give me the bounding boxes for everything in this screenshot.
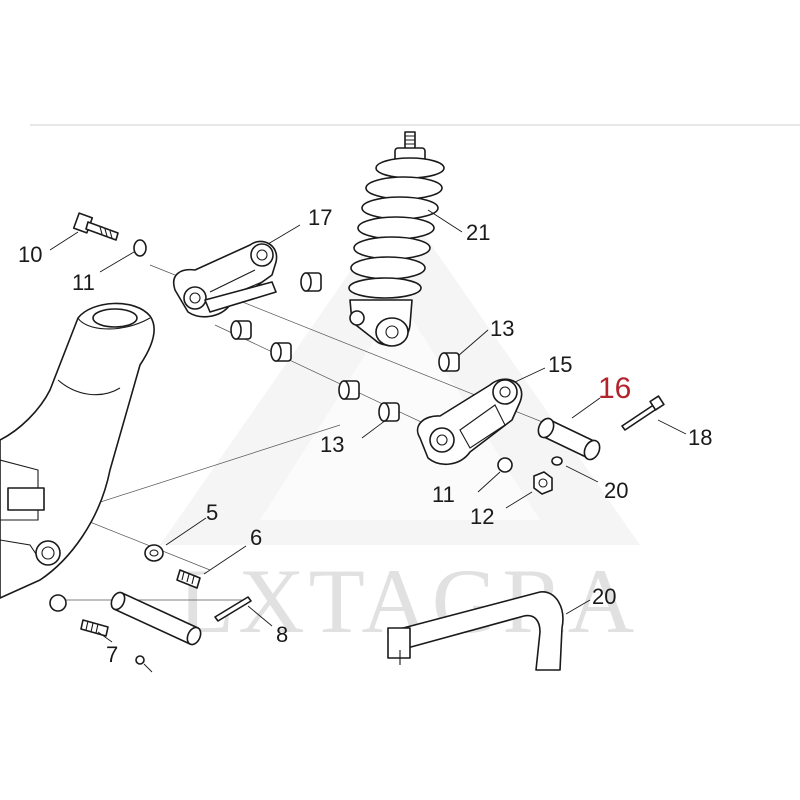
part-17-bolt <box>621 395 665 431</box>
part-11-washer-lower <box>497 457 513 473</box>
part-5-washer <box>144 544 164 562</box>
part-washer-left <box>49 594 67 612</box>
callout-7: 7 <box>106 642 118 667</box>
part-11-washer-upper <box>133 239 147 257</box>
callout-11-lower: 11 <box>432 482 455 507</box>
part-16-pin <box>537 417 601 461</box>
callout-15: 17 <box>308 205 332 230</box>
callout-11-upper: 11 <box>72 270 95 295</box>
part-7-bolt <box>80 619 109 637</box>
part-small-nut <box>135 655 145 665</box>
callout-12: 12 <box>470 504 494 529</box>
callout-14: 15 <box>548 352 572 377</box>
part-12-nut <box>533 471 553 495</box>
part-6-bolt <box>176 569 201 589</box>
part-pin-lower <box>110 591 202 646</box>
part-14-lower-link <box>416 378 523 465</box>
callout-10: 10 <box>18 242 42 267</box>
part-18-washer <box>551 456 563 466</box>
callout-18: 20 <box>604 478 628 503</box>
callout-8: 8 <box>276 622 288 647</box>
part-8-bolt <box>214 596 252 622</box>
part-15-upper-link <box>173 240 278 318</box>
callout-13-lower: 13 <box>320 432 344 457</box>
part-21-spring-shock <box>348 131 445 347</box>
part-10-bolt <box>72 212 119 241</box>
callout-21: 21 <box>466 220 490 245</box>
callout-13-upper: 13 <box>490 316 514 341</box>
callout-6: 6 <box>250 525 262 550</box>
leader-lines <box>49 209 687 673</box>
callout-20: 20 <box>592 584 616 609</box>
bushings <box>230 272 460 422</box>
callout-5: 5 <box>206 500 218 525</box>
callout-17: 18 <box>688 425 712 450</box>
callout-16: 16 <box>598 372 631 405</box>
callouts: 10 11 17 21 13 15 16 18 13 11 20 12 5 6 … <box>18 205 712 667</box>
part-20-bracket <box>387 591 564 671</box>
frame-arm <box>0 302 155 599</box>
